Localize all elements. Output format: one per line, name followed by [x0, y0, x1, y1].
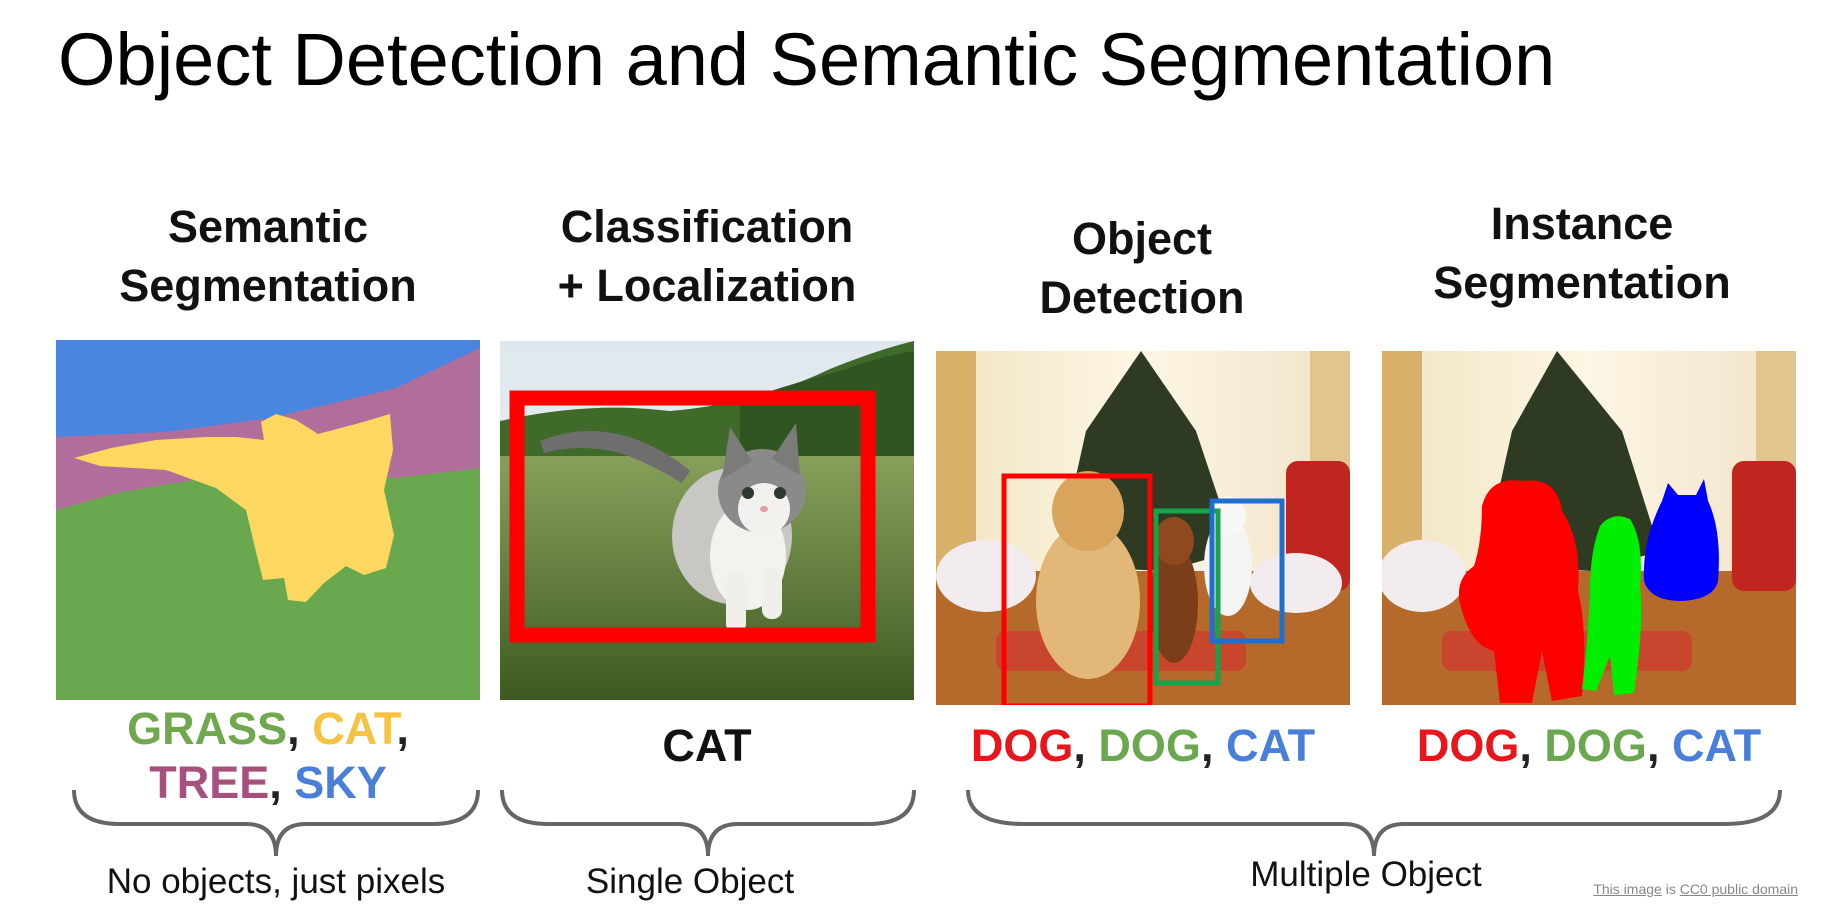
heading-line: Detection [1039, 272, 1245, 323]
golden-dog-head [1052, 471, 1124, 551]
label-separator: , [1646, 720, 1660, 771]
cat-nose [760, 506, 768, 512]
heading-line: Classification [560, 201, 854, 252]
heading-line: + Localization [557, 260, 857, 311]
heading-instance-segmentation: Instance Segmentation [1375, 194, 1789, 312]
pillow [1382, 540, 1466, 612]
caption-multiple-object: Multiple Object [1250, 855, 1482, 894]
heading-line: Object [1071, 213, 1213, 264]
class-label-dog: DOG [970, 720, 1074, 771]
red-chair [1732, 461, 1796, 591]
label-separator: , [287, 703, 300, 754]
label-row: TREE, SKY [56, 756, 480, 810]
heading-line: Segmentation [119, 260, 417, 311]
cat-ear [772, 423, 800, 475]
cat-instance-mask [1643, 479, 1719, 601]
class-label-cat: CAT [1225, 720, 1316, 771]
image-credit: This image is CC0 public domain [1593, 881, 1798, 897]
label-separator: , [1200, 720, 1214, 771]
cat-eye [742, 487, 754, 499]
class-label-grass: GRASS [127, 703, 288, 754]
curly-brace [500, 789, 916, 857]
class-label-dog: DOG [1416, 720, 1520, 771]
cat-detection-box [1209, 498, 1285, 644]
pillow [1250, 553, 1342, 613]
semantic-segmentation-image [56, 340, 480, 700]
credit-text: is [1661, 881, 1680, 897]
semantic-labels: GRASS, CAT, TREE, SKY [56, 702, 480, 810]
object-detection-image [936, 351, 1350, 705]
curly-brace [72, 789, 480, 857]
class-label-dog: DOG [1544, 720, 1647, 771]
heading-line: Instance [1490, 198, 1674, 249]
label-separator: , [1519, 720, 1532, 771]
cat-ear [722, 427, 752, 479]
class-label-cat: CAT [1671, 720, 1762, 771]
heading-object-detection: Object Detection [935, 209, 1349, 327]
golden-dog-body [1036, 523, 1140, 679]
classification-label: CAT [500, 719, 914, 773]
caption-single-object: Single Object [585, 862, 795, 901]
cat-leg [762, 567, 782, 619]
detection-labels: DOG, DOG, CAT [936, 719, 1350, 773]
heading-line: Segmentation [1433, 257, 1731, 308]
slide-title: Object Detection and Semantic Segmentati… [58, 18, 1556, 101]
class-label-dog: DOG [1098, 720, 1201, 771]
label-separator: , [396, 703, 409, 754]
class-label-cat: CAT [312, 703, 397, 754]
label-row: GRASS, CAT, [56, 702, 480, 756]
instance-segmentation-image [1382, 351, 1796, 705]
cat-eye [774, 487, 786, 499]
label-separator: , [1073, 720, 1086, 771]
class-label-cat: CAT [662, 720, 752, 771]
dog-instance-mask [1458, 480, 1585, 703]
cat-region [74, 414, 394, 602]
instance-labels: DOG, DOG, CAT [1382, 719, 1796, 773]
credit-link-image[interactable]: This image [1593, 881, 1662, 897]
spaniel-head [1154, 517, 1194, 565]
dog-detection-box [1153, 508, 1221, 686]
dog-detection-box [1001, 473, 1153, 705]
spaniel-body [1150, 543, 1198, 663]
credit-link-license[interactable]: CC0 public domain [1679, 881, 1798, 897]
cat-leg [726, 573, 746, 633]
cat-localization-image [500, 341, 914, 700]
heading-line: Semantic [167, 201, 369, 252]
cat-tail [540, 431, 690, 483]
class-label-tree: TREE [149, 757, 270, 808]
label-separator: , [269, 757, 282, 808]
heading-classification-localization: Classification + Localization [500, 197, 914, 315]
pillow [936, 540, 1036, 612]
localization-box [509, 390, 876, 643]
dog-instance-mask [1582, 516, 1642, 695]
heading-semantic-segmentation: Semantic Segmentation [56, 197, 480, 315]
curly-brace [966, 789, 1782, 857]
class-label-sky: SKY [294, 757, 387, 808]
caption-no-objects: No objects, just pixels [106, 862, 446, 901]
